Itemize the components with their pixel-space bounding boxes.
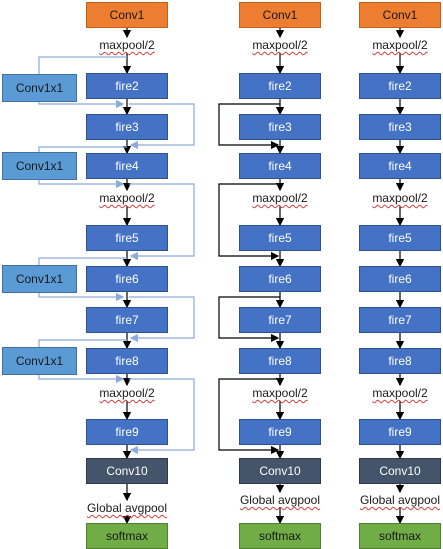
middle-conv1-block: Conv1 (239, 2, 321, 28)
left-mp3-label: maxpool/2 (98, 386, 156, 400)
middle-bypass-3 (218, 296, 280, 343)
left-fire5-block: fire5 (86, 225, 168, 251)
right-softmax-block: softmax (359, 523, 441, 549)
left-fire8-block: fire8 (86, 348, 168, 374)
left-conv1x1-in-2 (38, 146, 127, 152)
middle-gap-label: Global avgpool (238, 493, 322, 507)
left-bypass-simple-4 (129, 378, 195, 455)
left-conv10-block: Conv10 (86, 458, 168, 484)
right-conv10-block: Conv10 (359, 458, 441, 484)
middle-mp3-label: maxpool/2 (251, 386, 309, 400)
right-mp2-label: maxpool/2 (371, 191, 429, 205)
left-fire7-block: fire7 (86, 307, 168, 333)
left-conv1x1-out-2 (38, 179, 125, 189)
right-fire9-block: fire9 (359, 419, 441, 445)
left-softmax-block: softmax (86, 523, 168, 549)
left-bypass-simple-1 (129, 103, 195, 150)
right-gap-label: Global avgpool (358, 493, 442, 507)
right-mp3-label: maxpool/2 (371, 386, 429, 400)
left-conv1x1-in-3 (38, 257, 127, 265)
middle-fire8-block: fire8 (239, 348, 321, 374)
right-fire3-block: fire3 (359, 114, 441, 140)
left-conv1x1-out-4 (38, 374, 125, 384)
middle-bypass-4 (218, 378, 280, 455)
left-conv1-block: Conv1 (86, 2, 168, 28)
left-fire3-block: fire3 (86, 114, 168, 140)
middle-fire3-block: fire3 (239, 114, 321, 140)
middle-fire6-block: fire6 (239, 266, 321, 292)
right-fire4-block: fire4 (359, 153, 441, 179)
left-conv1x1-out-1 (38, 99, 125, 109)
left-mp1-label: maxpool/2 (98, 38, 156, 52)
middle-fire5-block: fire5 (239, 225, 321, 251)
left-fire2-block: fire2 (86, 73, 168, 99)
middle-mp2-label: maxpool/2 (251, 191, 309, 205)
left-fire9-block: fire9 (86, 419, 168, 445)
left-conv1x1-block-1: Conv1x1 (2, 74, 77, 102)
right-mp1-label: maxpool/2 (371, 38, 429, 52)
left-fire4-block: fire4 (86, 153, 168, 179)
left-mp2-label: maxpool/2 (98, 191, 156, 205)
middle-mp1-label: maxpool/2 (251, 38, 309, 52)
middle-fire2-block: fire2 (239, 73, 321, 99)
right-fire6-block: fire6 (359, 266, 441, 292)
right-fire7-block: fire7 (359, 307, 441, 333)
middle-bypass-1 (218, 103, 280, 150)
middle-fire7-block: fire7 (239, 307, 321, 333)
left-conv1x1-block-2: Conv1x1 (2, 152, 77, 180)
left-fire6-block: fire6 (86, 266, 168, 292)
left-bypass-simple-3 (129, 296, 195, 343)
right-fire5-block: fire5 (359, 225, 441, 251)
left-conv1x1-out-3 (38, 292, 125, 302)
left-conv1x1-block-4: Conv1x1 (2, 347, 77, 375)
right-fire2-block: fire2 (359, 73, 441, 99)
left-conv1x1-block-3: Conv1x1 (2, 265, 77, 293)
middle-conv10-block: Conv10 (239, 458, 321, 484)
left-conv1x1-in-4 (38, 339, 127, 347)
left-bypass-simple-2 (129, 183, 195, 261)
middle-fire4-block: fire4 (239, 153, 321, 179)
left-conv1x1-in-1 (38, 56, 127, 74)
middle-bypass-2 (218, 183, 280, 261)
middle-fire9-block: fire9 (239, 419, 321, 445)
right-fire8-block: fire8 (359, 348, 441, 374)
right-conv1-block: Conv1 (359, 2, 441, 28)
middle-softmax-block: softmax (239, 523, 321, 549)
left-gap-label: Global avgpool (85, 501, 169, 515)
